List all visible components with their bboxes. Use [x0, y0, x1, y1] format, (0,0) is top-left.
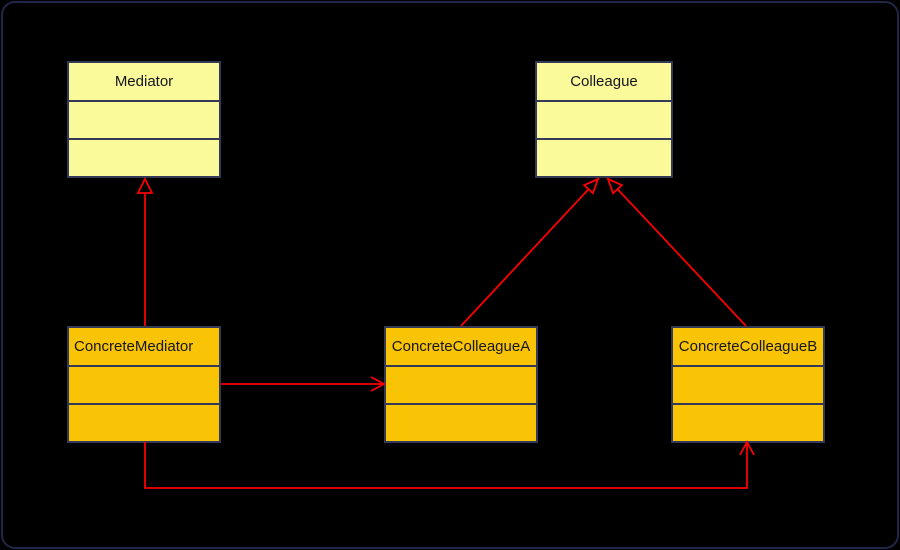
- hollow-triangle-arrowhead: [136, 176, 154, 194]
- edge-generalization-concretecolleagueb-colleague[interactable]: [606, 177, 747, 327]
- class-node-concrete-mediator[interactable]: ConcreteMediator: [67, 326, 221, 443]
- attributes-compartment: [69, 100, 219, 138]
- class-node-colleague[interactable]: Colleague: [535, 61, 673, 178]
- attributes-compartment: [69, 365, 219, 403]
- attributes-compartment: [673, 365, 823, 403]
- attributes-compartment: [386, 365, 536, 403]
- class-node-mediator[interactable]: Mediator: [67, 61, 221, 178]
- methods-compartment: [69, 138, 219, 176]
- methods-compartment: [386, 403, 536, 441]
- class-name-label: Colleague: [570, 73, 638, 90]
- class-name-label: ConcreteColleagueA: [391, 338, 531, 355]
- edge-association-concretemediator-concretecolleaguea[interactable]: [221, 376, 386, 392]
- edge-generalization-concretemediator-mediator[interactable]: [136, 176, 154, 326]
- edge-association-concretemediator-concretecolleagueb[interactable]: [144, 440, 755, 489]
- open-arrowhead: [739, 440, 755, 456]
- class-name-label: Mediator: [114, 73, 174, 90]
- methods-compartment: [673, 403, 823, 441]
- methods-compartment: [69, 403, 219, 441]
- hollow-triangle-arrowhead: [606, 177, 624, 195]
- class-node-concrete-colleague-a[interactable]: ConcreteColleagueA: [384, 326, 538, 443]
- class-name-label: ConcreteMediator: [74, 338, 194, 355]
- hollow-triangle-arrowhead: [582, 177, 600, 195]
- edge-generalization-concretecolleaguea-colleague[interactable]: [460, 177, 600, 327]
- attributes-compartment: [537, 100, 671, 138]
- open-arrowhead: [370, 376, 386, 392]
- methods-compartment: [537, 138, 671, 176]
- class-name-label: ConcreteColleagueB: [678, 338, 818, 355]
